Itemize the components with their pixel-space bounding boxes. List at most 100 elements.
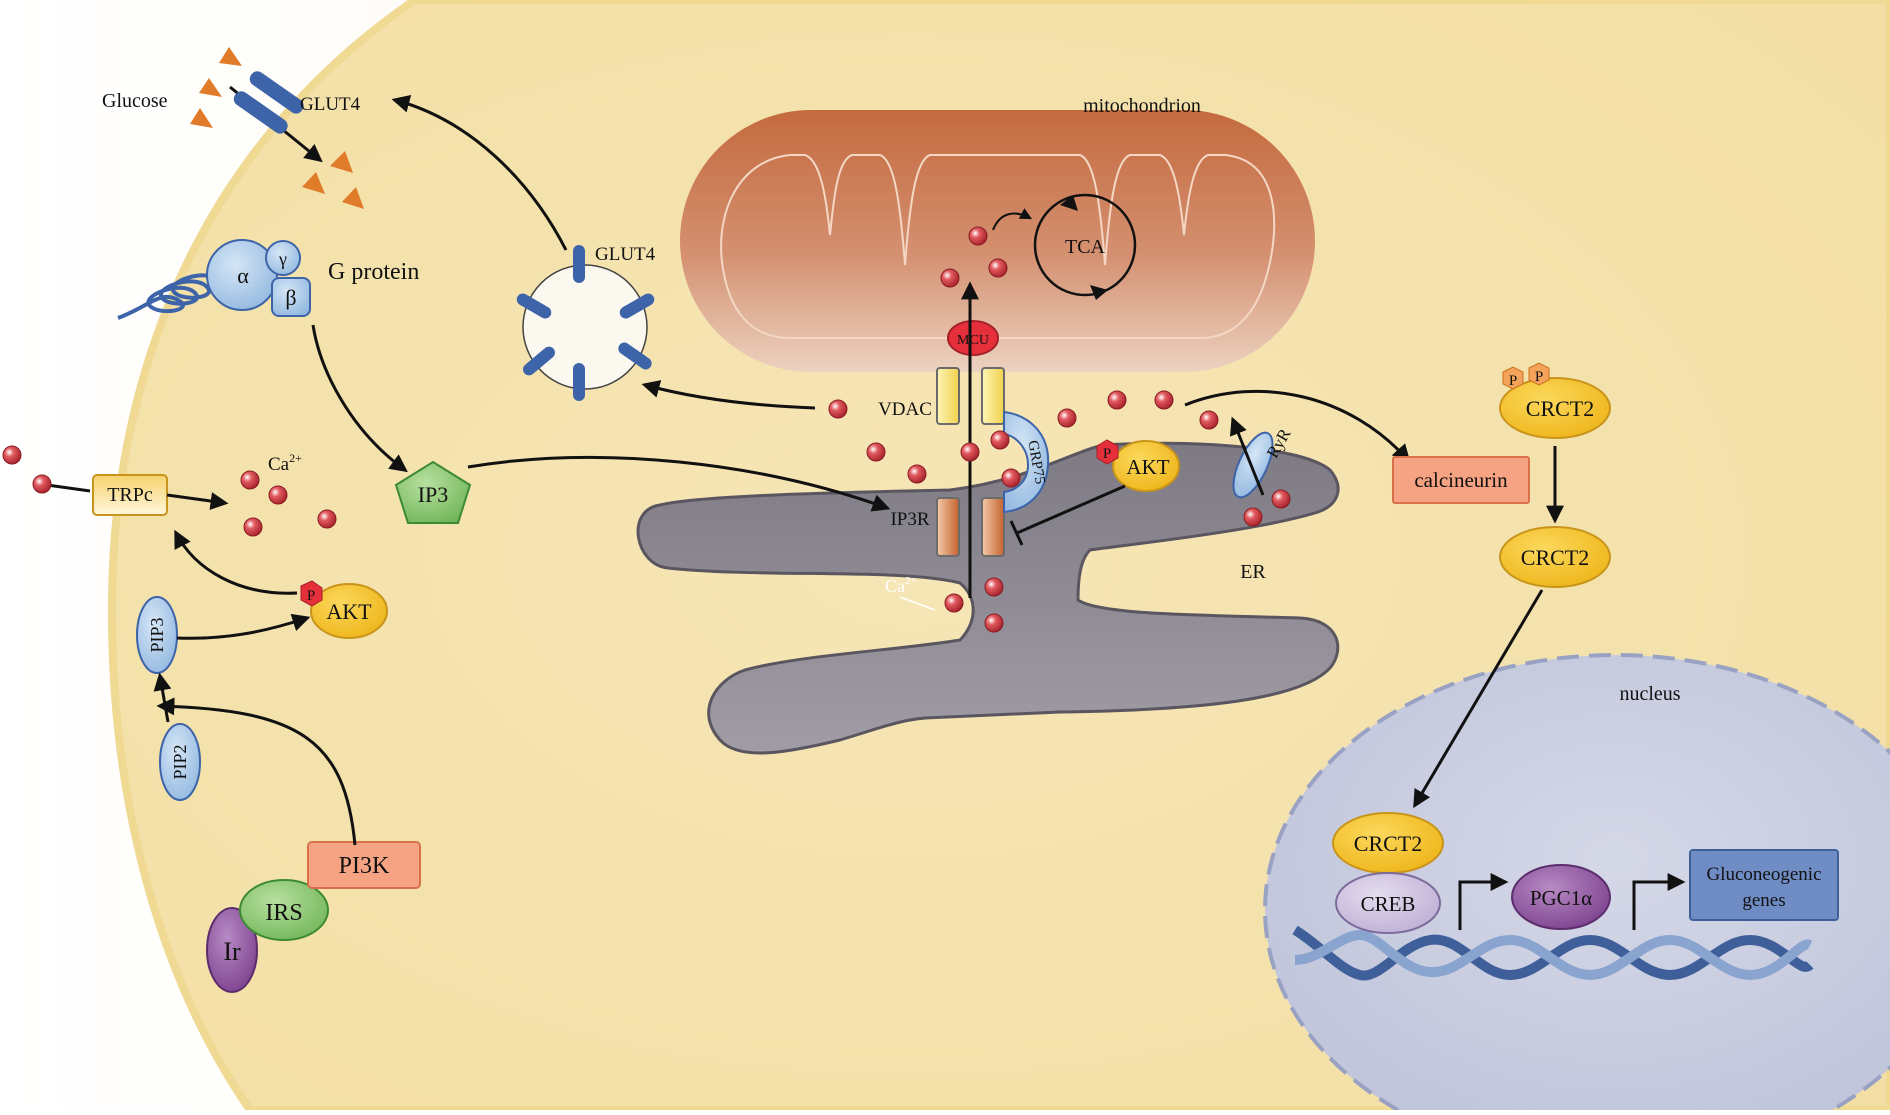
p-akt-left: P	[307, 588, 315, 604]
calcium-ion	[240, 470, 260, 490]
p-crct2-2: P	[1535, 369, 1543, 385]
glucose-label: Glucose	[102, 90, 168, 112]
pgc1a-label: PGC1α	[1530, 886, 1592, 910]
calcium-ion	[944, 593, 964, 613]
g-protein: α γ β G protein	[117, 239, 419, 320]
glut4-transporter	[233, 91, 288, 134]
calcium-ion	[1154, 390, 1174, 410]
ip3r-label: IP3R	[890, 509, 929, 530]
akt-er: AKT P	[1096, 439, 1180, 492]
glucose-molecule	[302, 172, 325, 194]
gluconeogenic-label-2: genes	[1742, 890, 1785, 911]
glucose-molecule	[330, 151, 353, 173]
calcium-ion	[268, 485, 288, 505]
crct2-nucleus: CRCT2	[1332, 812, 1444, 874]
dna-helix	[1292, 925, 1814, 981]
calcium-ion	[988, 258, 1008, 278]
vdac-channel: VDAC	[878, 367, 1005, 425]
gpcr-helix	[117, 273, 220, 320]
crct2-mid-label: CRCT2	[1521, 545, 1589, 570]
tca-label: TCA	[1065, 236, 1106, 258]
crct2-p-label: CRCT2	[1526, 396, 1594, 421]
phospho-p-crct2-2	[1528, 362, 1550, 386]
tca-cycle: TCA	[992, 193, 1137, 300]
irs: IRS	[239, 879, 329, 941]
gluconeogenic-label-1: Gluconeogenic	[1706, 864, 1821, 885]
calcium-ion	[2, 445, 22, 465]
calcium-ion	[1243, 507, 1263, 527]
phospho-p-akt-er	[1096, 439, 1119, 465]
ir-label: Ir	[223, 937, 241, 966]
mcu: MCU	[947, 320, 999, 356]
calcium-ion	[32, 474, 52, 494]
akt-left: AKT P	[300, 580, 388, 639]
pip3-label: PIP3	[147, 617, 167, 652]
mitochondrion-label: mitochondrion	[1083, 95, 1201, 117]
calcium-ion	[1199, 410, 1219, 430]
phospho-p-akt-left	[300, 580, 323, 607]
pip2: PIP2	[159, 723, 201, 801]
phospho-p-crct2-1	[1502, 366, 1524, 390]
ca-er-label: Ca2+	[885, 575, 917, 596]
glucose-molecule	[342, 187, 364, 209]
glucose-transport: Glucose GLUT4	[102, 47, 364, 209]
pip3: PIP3	[136, 596, 178, 674]
nucleus-label: nucleus	[1619, 683, 1680, 705]
calcium-ion	[828, 399, 848, 419]
calcium-ion	[984, 577, 1004, 597]
calcineurin-label: calcineurin	[1414, 468, 1508, 492]
glucose-molecule	[219, 47, 242, 66]
grp75: GRP75	[1003, 410, 1050, 514]
calcium-ion	[866, 442, 886, 462]
alpha-label: α	[237, 263, 249, 288]
calcium-ion	[960, 442, 980, 462]
trpc-label: TRPc	[107, 484, 153, 506]
crct2-nucleus-label: CRCT2	[1354, 831, 1422, 856]
ca-cytosol-label: Ca2+	[268, 451, 302, 475]
calcineurin: calcineurin	[1392, 456, 1530, 504]
creb: CREB	[1335, 872, 1441, 934]
glut4-membrane-label: GLUT4	[300, 94, 361, 115]
gluconeogenic-genes: Gluconeogenic genes	[1689, 849, 1839, 921]
irs-label: IRS	[265, 900, 302, 926]
glut4-vesicle: GLUT4	[516, 244, 656, 401]
crct2-phospho: CRCT2 P P	[1499, 362, 1611, 439]
calcium-ion	[1107, 390, 1127, 410]
vdac-label: VDAC	[878, 399, 932, 420]
glucose-molecule	[190, 108, 213, 128]
calcium-ion	[990, 430, 1010, 450]
grp75-label: GRP75	[1024, 439, 1047, 485]
ir-receptor: Ir	[206, 907, 258, 993]
p-crct2-1: P	[1509, 373, 1517, 389]
calcium-ions	[2, 226, 1291, 633]
crct2-cytosol: CRCT2	[1499, 526, 1611, 588]
pip2-label: PIP2	[170, 744, 190, 779]
calcium-ion	[1001, 468, 1021, 488]
endoplasmic-reticulum: ER Ca2+	[636, 441, 1340, 755]
calcium-ion	[968, 226, 988, 246]
trpc-channel: TRPc	[92, 474, 168, 516]
p-akt-er: P	[1103, 446, 1111, 462]
mitochondrion: mitochondrion	[680, 95, 1315, 372]
akt-left-label: AKT	[326, 599, 372, 624]
beta-label: β	[285, 285, 296, 310]
glut4-transporter	[249, 71, 304, 114]
mcu-label: MCU	[957, 333, 989, 348]
calcium-ion	[907, 464, 927, 484]
g-protein-label: G protein	[328, 259, 419, 285]
ip3-label: IP3	[418, 482, 449, 507]
calcium-ion	[1271, 489, 1291, 509]
glucose-molecule	[199, 78, 222, 97]
akt-er-label: AKT	[1126, 455, 1169, 479]
calcium-ion	[243, 517, 263, 537]
pgc1a: PGC1α	[1511, 864, 1611, 930]
calcium-ion	[317, 509, 337, 529]
er-label: ER	[1240, 561, 1266, 583]
pi3k-label: PI3K	[339, 853, 390, 879]
glut4-vesicle-label: GLUT4	[595, 244, 656, 265]
calcium-ion	[940, 268, 960, 288]
ip3r-channel: IP3R	[890, 497, 1005, 557]
pi3k: PI3K	[307, 841, 421, 889]
